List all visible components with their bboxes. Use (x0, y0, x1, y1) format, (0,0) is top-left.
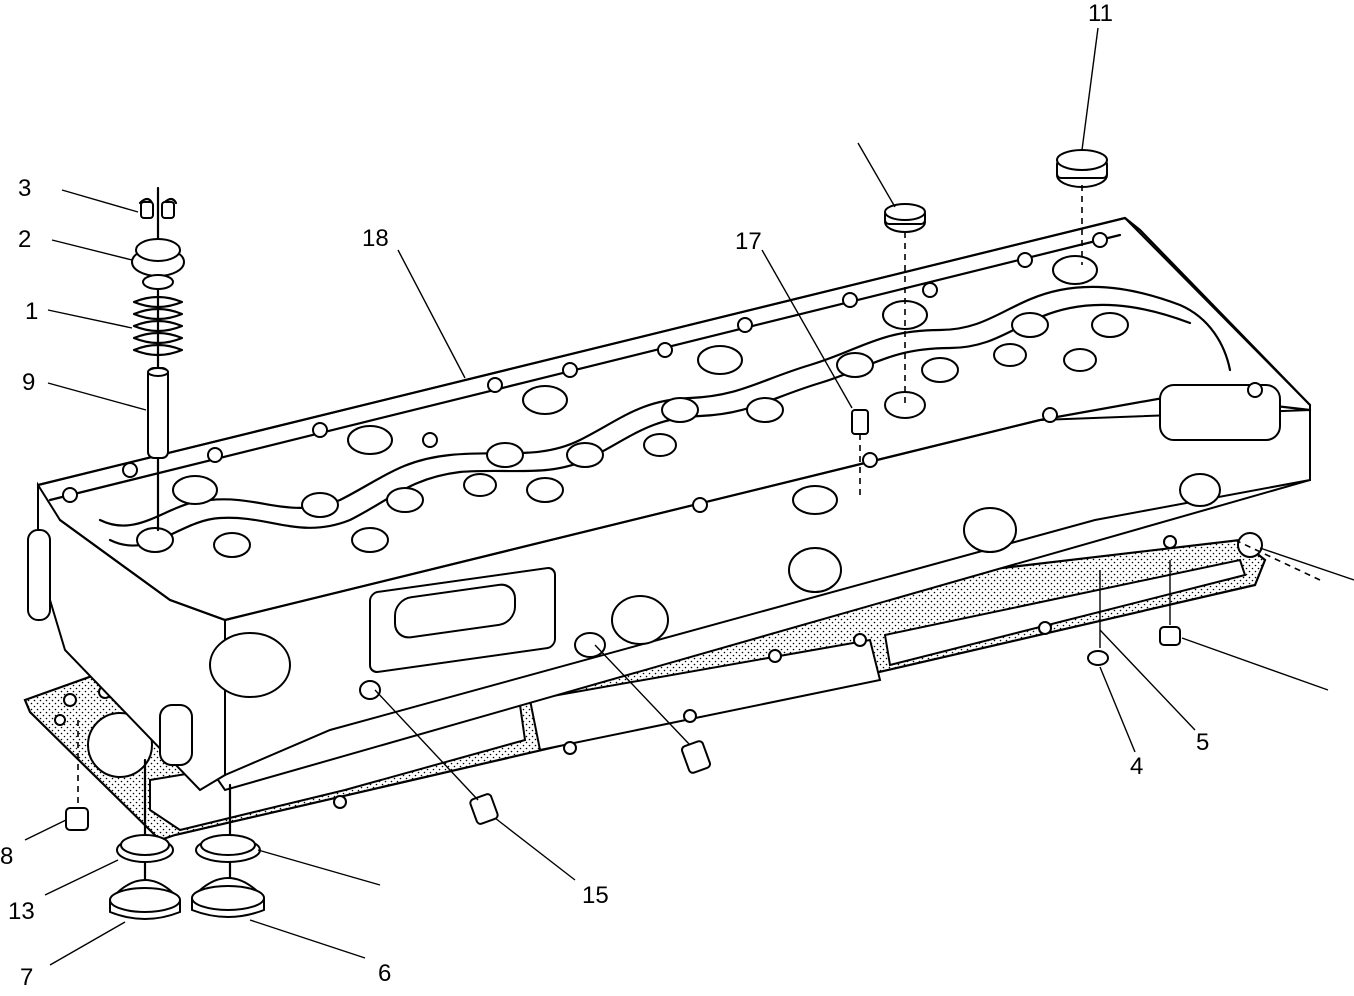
callout-9: 9 (22, 369, 36, 396)
callout-17: 17 (735, 228, 762, 255)
callout-4: 4 (1130, 753, 1144, 780)
callout-8: 8 (0, 843, 14, 870)
valve-spring-assembly (131, 186, 185, 532)
head-gasket (23, 532, 1267, 842)
lower-hardware (65, 539, 1321, 920)
callout-18: 18 (362, 225, 389, 252)
callout-2: 2 (18, 226, 32, 253)
cylinder-head-block (27, 216, 1312, 792)
callout-1: 1 (25, 298, 39, 325)
callout-6: 6 (378, 960, 392, 987)
injector-sleeves (851, 149, 1108, 495)
callout-15: 15 (582, 882, 609, 909)
callout-11: 11 (1088, 0, 1113, 27)
callout-5: 5 (1196, 729, 1210, 756)
leader-lines (24, 27, 1354, 966)
callout-3: 3 (18, 175, 32, 202)
callout-7: 7 (20, 964, 34, 991)
callout-13: 13 (8, 898, 35, 925)
